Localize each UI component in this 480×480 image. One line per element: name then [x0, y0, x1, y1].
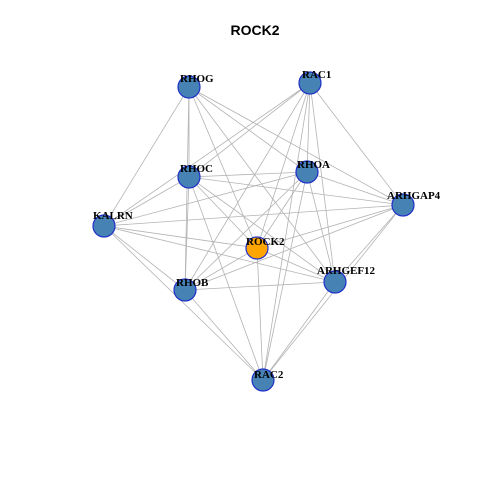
node-rhoc	[177, 165, 201, 189]
edge-rac1-arhgef12	[309, 82, 336, 283]
graph-title: ROCK2	[230, 22, 279, 38]
edge-rac1-kalrn	[103, 82, 311, 227]
edge-rhoa-kalrn	[103, 171, 308, 227]
edge-arhgap4-rock2	[256, 204, 404, 249]
edge-rac1-rhoa	[306, 82, 311, 173]
node-label-arhgap4: ARHGAP4	[387, 190, 441, 202]
edge-rac1-rac2	[262, 82, 311, 381]
node-rhog	[177, 75, 201, 99]
node-label-arhgef12: ARHGEF12	[317, 265, 376, 277]
edge-kalrn-rac2	[103, 225, 264, 381]
edge-rhoa-arhgap4	[306, 171, 404, 206]
edge-rhoa-rac2	[262, 171, 308, 381]
node-rhob	[173, 278, 197, 302]
edge-rhoa-rock2	[256, 171, 308, 249]
edge-rhoc-rock2	[188, 176, 258, 249]
edge-rac1-rock2	[256, 82, 311, 249]
edge-rhog-rhob	[184, 86, 190, 291]
edge-rhob-rac2	[184, 289, 264, 381]
edge-rhoc-rhob	[184, 176, 190, 291]
edge-rhoa-arhgef12	[306, 171, 336, 283]
edge-rac1-arhgap4	[309, 82, 404, 206]
edge-rhog-arhgap4	[188, 86, 404, 206]
edge-rhog-rhoa	[188, 86, 308, 173]
edge-rhoc-arhgef12	[188, 176, 336, 283]
node-label-rock2: ROCK2	[246, 236, 285, 248]
edge-rock2-rac2	[256, 247, 264, 381]
edge-rhoc-rac2	[188, 176, 264, 381]
node-arhgap4	[391, 193, 415, 217]
node-label-rhoa: RHOA	[297, 159, 330, 171]
edge-rhob-arhgef12	[184, 281, 336, 291]
edge-kalrn-rhob	[103, 225, 186, 291]
edge-rock2-rhob	[184, 247, 258, 291]
node-label-rhoc: RHOC	[180, 163, 213, 175]
node-rhoa	[295, 160, 319, 184]
node-kalrn	[92, 214, 116, 238]
edge-rhoc-arhgap4	[188, 176, 404, 206]
node-rac1	[298, 71, 322, 95]
node-label-rhob: RHOB	[176, 277, 209, 289]
edge-arhgap4-rhob	[184, 204, 404, 291]
edge-rhoa-rhob	[184, 171, 308, 291]
edge-rhoc-rhoa	[188, 171, 308, 178]
edge-rhog-rock2	[188, 86, 258, 249]
node-layer	[92, 71, 415, 392]
node-arhgef12	[323, 270, 347, 294]
edge-kalrn-rock2	[103, 225, 258, 249]
edge-rhoc-kalrn	[103, 176, 190, 227]
edge-rac1-rhoc	[188, 82, 311, 178]
edge-rhog-arhgef12	[188, 86, 336, 283]
edge-layer	[103, 82, 404, 381]
node-rock2	[245, 236, 269, 260]
node-label-rac1: RAC1	[302, 69, 331, 81]
edge-rhog-kalrn	[103, 86, 190, 227]
edge-rock2-arhgef12	[256, 247, 336, 283]
edge-rac1-rhob	[184, 82, 311, 291]
edge-arhgap4-kalrn	[103, 204, 404, 227]
edge-kalrn-arhgef12	[103, 225, 336, 283]
node-label-rhog: RHOG	[180, 73, 214, 85]
edge-arhgap4-arhgef12	[334, 204, 404, 283]
edge-arhgef12-rac2	[262, 281, 336, 381]
node-rac2	[251, 368, 275, 392]
node-label-rac2: RAC2	[254, 369, 284, 381]
node-label-kalrn: KALRN	[93, 210, 133, 222]
